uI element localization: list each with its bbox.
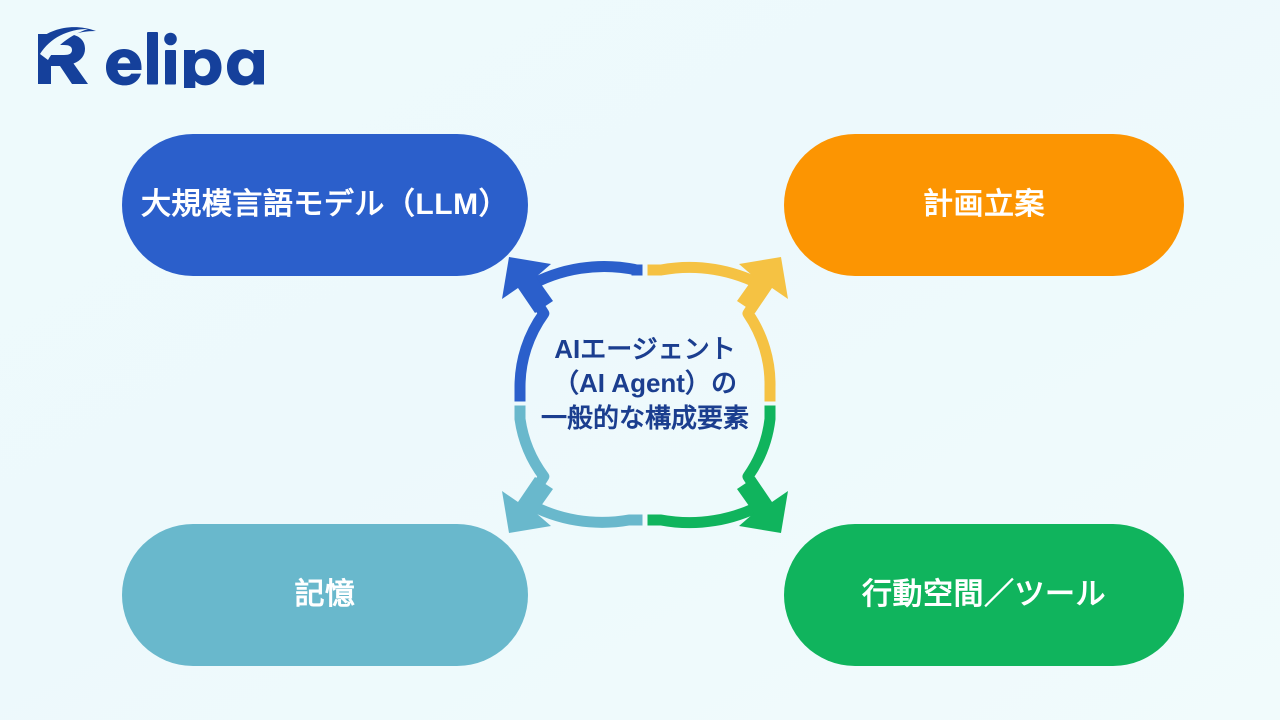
cycle-arrows-svg	[502, 257, 788, 533]
cycle-arrow-llm	[502, 257, 643, 402]
component-label-planning: 計画立案	[923, 188, 1045, 221]
cycle-arrowhead-memory	[502, 477, 553, 533]
cycle-diagram	[465, 215, 825, 575]
component-pill-planning[interactable]: 計画立案	[784, 134, 1184, 276]
cycle-arrowhead-llm	[502, 257, 553, 313]
component-pill-memory[interactable]: 記憶	[122, 524, 528, 666]
component-label-memory: 記憶	[294, 578, 356, 611]
cycle-arrowhead-planning	[737, 257, 788, 313]
component-label-llm: 大規模言語モデル（LLM）	[140, 188, 510, 221]
relipa-logo-icon	[38, 27, 264, 88]
component-pill-llm[interactable]: 大規模言語モデル（LLM）	[122, 134, 528, 276]
component-label-action: 行動空間／ツール	[862, 578, 1106, 611]
cycle-arrow-memory	[502, 405, 643, 533]
cycle-arrow-action	[647, 405, 788, 533]
cycle-arrowhead-action	[737, 477, 788, 533]
cycle-arrow-planning	[647, 257, 788, 402]
component-pill-action[interactable]: 行動空間／ツール	[784, 524, 1184, 666]
